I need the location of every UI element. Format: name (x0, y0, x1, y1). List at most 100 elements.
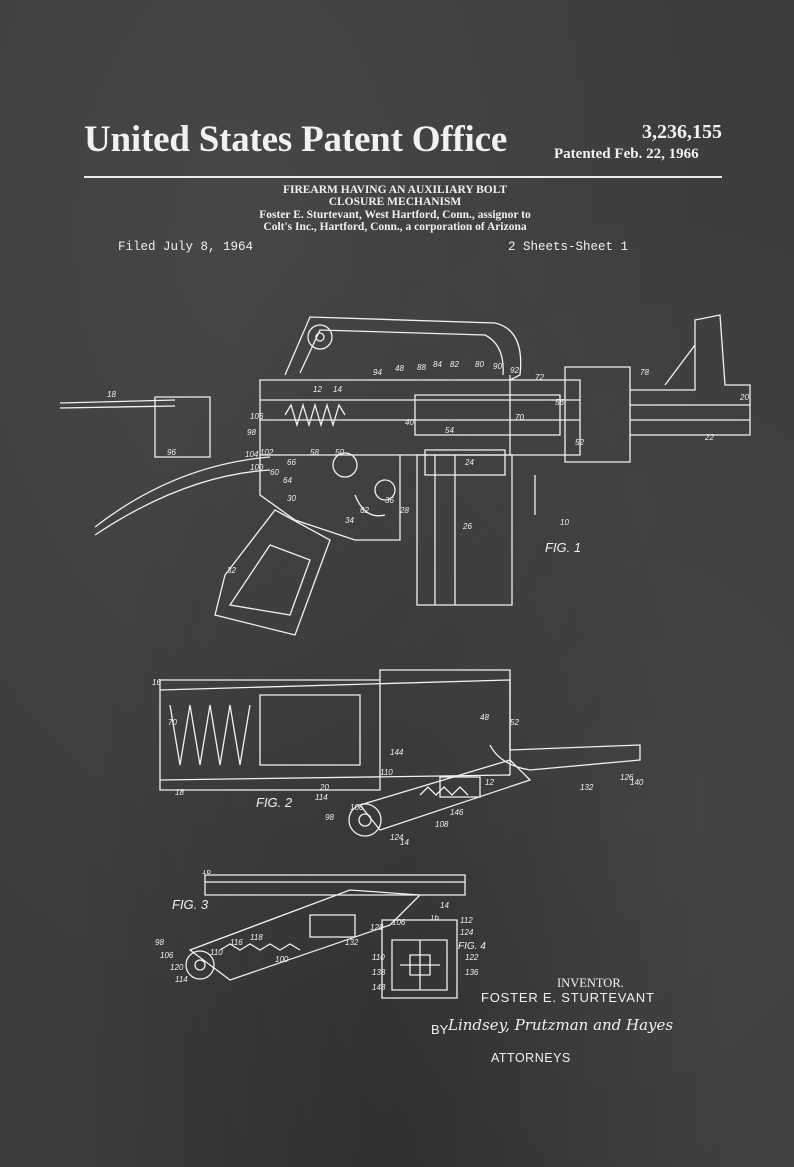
fig2-reference-numeral: 52 (510, 718, 519, 727)
fig1-reference-numeral: 52 (575, 438, 584, 447)
fig1-reference-numeral: 10 (560, 518, 569, 527)
inventor-name: FOSTER E. STURTEVANT (481, 990, 655, 1005)
fig1-reference-numeral: 96 (167, 448, 176, 457)
patented-date: Patented Feb. 22, 1966 (554, 146, 699, 162)
fig2-reference-numeral: 18 (175, 788, 184, 797)
fig2-receiver-drawing: FIG. 2 167048521441820114981061101241461… (152, 665, 644, 847)
fig1-reference-numeral: 36 (385, 496, 394, 505)
fig3-reference-numeral: 98 (155, 938, 164, 947)
fig3-reference-numeral: 120 (170, 963, 184, 972)
fig1-reference-numeral: 88 (417, 363, 426, 372)
fig2-reference-numeral: 140 (630, 778, 644, 787)
fig1-reference-numeral: 78 (640, 368, 649, 377)
fig2-reference-numeral: 132 (580, 783, 594, 792)
fig4-reference-numeral: 136 (465, 968, 479, 977)
fig4-reference-numeral: 16 (430, 915, 439, 922)
fig1-reference-numeral: 60 (270, 468, 279, 477)
fig1-reference-numeral: 102 (260, 448, 274, 457)
fig4-reference-numeral: 112 (460, 916, 473, 925)
fig2-reference-numeral: 110 (380, 768, 393, 777)
fig4-reference-numeral: 106 (392, 918, 406, 927)
fig1-reference-numeral: 80 (475, 360, 484, 369)
fig1-reference-numeral: 62 (360, 506, 369, 515)
fig1-reference-numeral: 40 (405, 418, 414, 427)
fig1-reference-numeral: 20 (739, 393, 749, 402)
fig3-reference-numeral: 110 (210, 948, 223, 957)
fig3-reference-numeral: 14 (440, 901, 449, 910)
sheet-count: 2 Sheets-Sheet 1 (508, 240, 629, 254)
fig2-reference-numeral: 12 (485, 778, 494, 787)
fig1-reference-numeral: 64 (283, 476, 292, 485)
fig2-reference-numeral: 70 (168, 718, 177, 727)
fig4-drawing: FIG. 4 110 112 124 122 136 138 148 106 16 (372, 915, 486, 1000)
fig1-reference-numeral: 66 (287, 458, 296, 467)
fig2-reference-numeral: 20 (319, 783, 329, 792)
fig1-reference-numeral: 58 (310, 448, 319, 457)
fig1-reference-numeral: 34 (345, 516, 354, 525)
fig1-reference-numeral: 90 (493, 362, 502, 371)
fig1-reference-numeral: 98 (247, 428, 256, 437)
fig2-reference-numeral: 106 (350, 803, 364, 812)
fig1-reference-numeral: 14 (333, 385, 342, 394)
fig1-reference-numeral: 106 (250, 412, 264, 421)
patent-number: 3,236,155 (642, 121, 722, 143)
fig1-reference-numeral: 84 (433, 360, 442, 369)
fig2-reference-numeral: 126 (620, 773, 634, 782)
fig1-reference-numeral: 30 (287, 494, 296, 503)
fig2-reference-numeral: 114 (315, 793, 328, 802)
fig1-label: FIG. 1 (545, 540, 581, 555)
invention-title-line-2: CLOSURE MECHANISM (328, 196, 462, 208)
fig1-reference-numeral: 82 (450, 360, 459, 369)
fig1-reference-numeral: 48 (395, 364, 404, 373)
fig3-reference-numeral: 132 (345, 938, 359, 947)
fig1-reference-numeral: 28 (399, 506, 409, 515)
fig4-label: FIG. 4 (458, 941, 486, 952)
fig3-reference-numeral: 114 (175, 975, 188, 984)
fig3-reference-numeral: 16 (202, 870, 211, 876)
fig1-reference-numeral: 94 (373, 368, 382, 377)
fig4-reference-numeral: 122 (465, 953, 479, 962)
assignor-line-2: Colt's Inc., Hartford, Conn., a corporat… (263, 221, 527, 233)
fig3-reference-numeral: 118 (250, 933, 263, 942)
fig1-reference-numeral: 32 (227, 566, 236, 575)
fig1-reference-numeral: 12 (313, 385, 322, 394)
fig2-reference-numeral: 16 (152, 678, 161, 687)
attorney-signature: Lindsey, Prutzman and Hayes (448, 1016, 674, 1034)
invention-title-line-1: FIREARM HAVING AN AUXILIARY BOLT (282, 184, 508, 196)
fig2-reference-numeral: 14 (400, 838, 409, 847)
fig2-reference-numeral: 146 (450, 808, 464, 817)
attorneys-label: ATTORNEYS (491, 1051, 571, 1065)
fig1-reference-numeral: 54 (445, 426, 454, 435)
fig1-reference-numeral: 104 (245, 450, 259, 459)
office-title: United States Patent Office (84, 119, 508, 160)
fig3-reference-numeral: 116 (230, 938, 243, 947)
fig1-reference-numeral: 72 (535, 373, 544, 382)
fig4-reference-numeral: 148 (372, 983, 386, 992)
header-rule (84, 176, 722, 178)
fig4-reference-numeral: 124 (460, 928, 474, 937)
fig1-reference-numeral: 26 (462, 522, 472, 531)
fig4-reference-numeral: 110 (372, 953, 385, 962)
filed-date: Filed July 8, 1964 (118, 240, 254, 254)
fig3-reference-numeral: 106 (160, 951, 174, 960)
fig3-label: FIG. 3 (172, 897, 209, 912)
fig2-reference-numeral: 48 (480, 713, 489, 722)
fig1-reference-numeral: 56 (555, 398, 564, 407)
by-label: BY (431, 1022, 449, 1037)
fig3-reference-numeral: 128 (370, 923, 384, 932)
fig1-reference-numeral: 18 (107, 390, 116, 399)
assignor-line-1: Foster E. Sturtevant, West Hartford, Con… (259, 209, 531, 221)
fig1-reference-numeral: 22 (704, 433, 714, 442)
fig1-reference-numeral: 24 (464, 458, 474, 467)
fig2-reference-numeral: 98 (325, 813, 334, 822)
fig2-reference-numeral: 144 (390, 748, 404, 757)
fig1-reference-numeral: 100 (250, 463, 264, 472)
fig4-reference-numeral: 138 (372, 968, 386, 977)
fig3-reference-numeral: 100 (275, 955, 289, 964)
inventor-heading: INVENTOR. (557, 976, 624, 990)
fig2-reference-numeral: 124 (390, 833, 404, 842)
fig1-reference-numeral: 70 (515, 413, 524, 422)
fig2-reference-numeral: 108 (435, 820, 449, 829)
fig1-reference-numeral: 50 (335, 448, 344, 457)
